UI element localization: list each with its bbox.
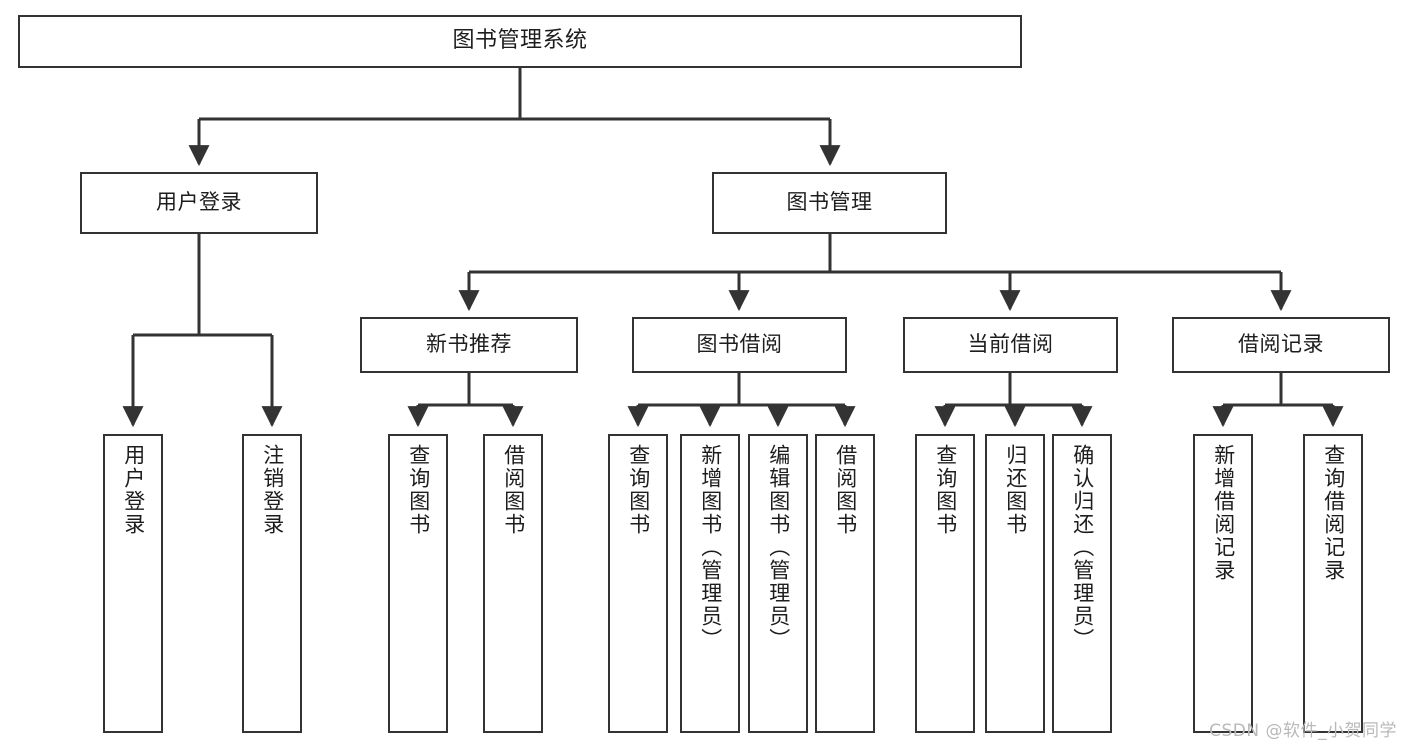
node-label: 确认归还（管理员） xyxy=(1070,444,1095,651)
node-label: 注销登录 xyxy=(260,444,285,536)
node-label: 图书借阅 xyxy=(696,332,783,357)
node-leaf-borrow-book-1[interactable]: 借阅图书 xyxy=(483,434,543,733)
node-label: 借阅图书 xyxy=(833,444,858,536)
node-leaf-query-record[interactable]: 查询借阅记录 xyxy=(1303,434,1363,733)
node-label: 编辑图书（管理员） xyxy=(766,444,791,651)
node-label: 图书管理系统 xyxy=(452,28,588,54)
node-leaf-add-book[interactable]: 新增图书（管理员） xyxy=(680,434,740,733)
node-root-book-management-system[interactable]: 图书管理系统 xyxy=(18,15,1022,68)
node-user-login[interactable]: 用户登录 xyxy=(80,172,318,234)
node-label: 用户登录 xyxy=(156,190,242,215)
node-leaf-query-book-1[interactable]: 查询图书 xyxy=(388,434,448,733)
node-label: 查询借阅记录 xyxy=(1321,444,1346,582)
node-label: 当前借阅 xyxy=(967,332,1054,357)
node-label: 图书管理 xyxy=(786,190,873,215)
csdn-watermark: CSDN @软件_小贺同学 xyxy=(1209,721,1397,741)
node-leaf-query-book-2[interactable]: 查询图书 xyxy=(608,434,668,733)
node-label: 查询图书 xyxy=(933,444,958,536)
node-book-borrow[interactable]: 图书借阅 xyxy=(632,317,847,373)
node-new-book-recommend[interactable]: 新书推荐 xyxy=(360,317,578,373)
node-current-borrow[interactable]: 当前借阅 xyxy=(903,317,1118,373)
node-leaf-confirm-return[interactable]: 确认归还（管理员） xyxy=(1052,434,1112,733)
node-leaf-return-book[interactable]: 归还图书 xyxy=(985,434,1045,733)
node-leaf-edit-book[interactable]: 编辑图书（管理员） xyxy=(748,434,808,733)
node-leaf-borrow-book-2[interactable]: 借阅图书 xyxy=(815,434,875,733)
node-label: 用户登录 xyxy=(121,444,146,536)
node-label: 新增图书（管理员） xyxy=(698,444,723,651)
node-leaf-query-book-3[interactable]: 查询图书 xyxy=(915,434,975,733)
node-label: 借阅图书 xyxy=(501,444,526,536)
node-leaf-user-login[interactable]: 用户登录 xyxy=(103,434,163,733)
node-label: 查询图书 xyxy=(406,444,431,536)
node-leaf-add-record[interactable]: 新增借阅记录 xyxy=(1193,434,1253,733)
node-leaf-user-logout[interactable]: 注销登录 xyxy=(242,434,302,733)
node-label: 新书推荐 xyxy=(426,332,512,357)
node-book-management[interactable]: 图书管理 xyxy=(712,172,947,234)
node-label: 新增借阅记录 xyxy=(1211,444,1236,582)
node-borrow-record[interactable]: 借阅记录 xyxy=(1172,317,1390,373)
node-label: 查询图书 xyxy=(626,444,651,536)
node-label: 借阅记录 xyxy=(1238,332,1324,357)
node-label: 归还图书 xyxy=(1003,444,1028,536)
